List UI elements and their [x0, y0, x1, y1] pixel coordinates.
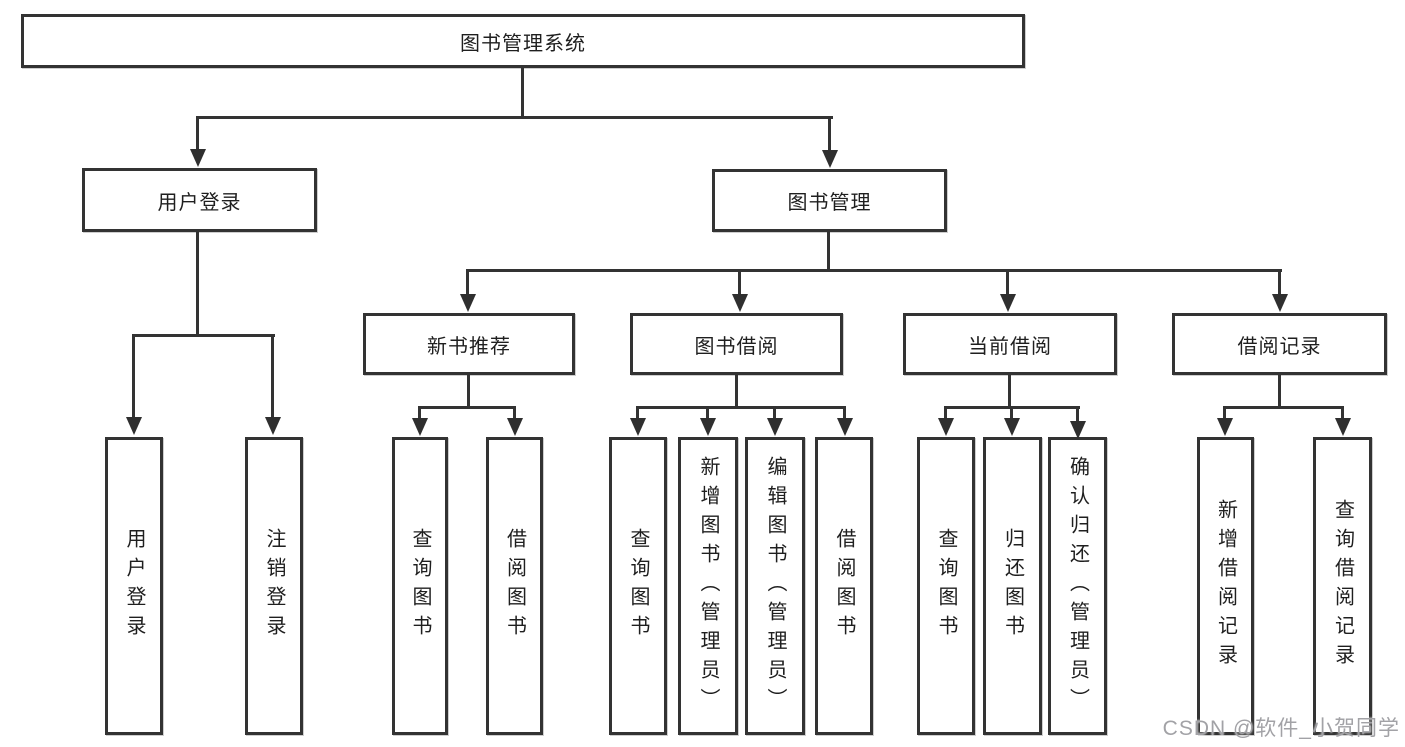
node-borrow-records: 借阅记录 — [1172, 313, 1387, 375]
connector-line — [1008, 373, 1011, 409]
connector-line — [735, 373, 738, 409]
arrow-down-icon — [938, 418, 954, 436]
csdn-watermark: CSDN @软件_小贺同学 — [1162, 717, 1400, 740]
node-book-borrow-label: 图书借阅 — [694, 335, 779, 358]
connector-line — [1278, 269, 1281, 296]
node-book-management: 图书管理 — [712, 169, 947, 232]
arrow-down-icon — [732, 294, 748, 312]
arrow-down-icon — [700, 418, 716, 436]
leaf-user-login-label: 用户登录 — [123, 528, 145, 644]
leaf-br-query-record-label: 查询借阅记录 — [1331, 499, 1354, 673]
node-new-book-recommend: 新书推荐 — [363, 313, 575, 375]
leaf-nb-query-books-label: 查询图书 — [409, 528, 431, 644]
leaf-bb-query-books-label: 查询图书 — [627, 528, 649, 644]
leaf-bb-add-books-admin-label: 新增图书（管理员） — [697, 455, 719, 717]
connector-line — [418, 406, 516, 409]
leaf-bb-edit-books-admin: 编辑图书（管理员） — [745, 437, 805, 735]
arrow-down-icon — [630, 418, 646, 436]
connector-line — [738, 269, 741, 296]
leaf-bb-borrow-books: 借阅图书 — [815, 437, 873, 735]
connector-line — [196, 230, 199, 337]
arrow-down-icon — [837, 418, 853, 436]
connector-line — [513, 406, 516, 422]
arrow-down-icon — [412, 418, 428, 436]
node-current-borrow: 当前借阅 — [903, 313, 1117, 375]
connector-line — [706, 406, 709, 422]
leaf-br-add-record-label: 新增借阅记录 — [1214, 499, 1237, 673]
arrow-down-icon — [507, 418, 523, 436]
connector-line — [521, 66, 524, 119]
leaf-bb-query-books: 查询图书 — [609, 437, 667, 735]
leaf-br-query-record: 查询借阅记录 — [1313, 437, 1372, 735]
arrow-down-icon — [767, 418, 783, 436]
connector-line — [132, 334, 275, 337]
leaf-nb-query-books: 查询图书 — [392, 437, 448, 735]
node-new-book-recommend-label: 新书推荐 — [427, 335, 511, 358]
arrow-down-icon — [822, 150, 838, 168]
node-user-login: 用户登录 — [82, 168, 317, 232]
node-book-borrow: 图书借阅 — [630, 313, 843, 375]
connector-line — [843, 406, 846, 422]
arrow-down-icon — [1070, 421, 1086, 439]
connector-line — [1223, 406, 1226, 422]
leaf-cb-query-books-label: 查询图书 — [935, 528, 957, 644]
leaf-br-add-record: 新增借阅记录 — [1197, 437, 1254, 735]
arrow-down-icon — [460, 294, 476, 312]
arrow-down-icon — [1000, 294, 1016, 312]
node-book-management-label: 图书管理 — [787, 192, 872, 214]
leaf-bb-borrow-books-label: 借阅图书 — [833, 528, 855, 644]
connector-line — [636, 406, 639, 422]
connector-line — [944, 406, 947, 422]
connector-line — [1006, 269, 1009, 296]
connector-line — [196, 116, 833, 119]
connector-line — [1341, 406, 1344, 422]
leaf-user-login: 用户登录 — [105, 437, 163, 735]
leaf-logout-label: 注销登录 — [263, 528, 285, 644]
connector-line — [1010, 406, 1013, 422]
connector-line — [1278, 373, 1281, 409]
arrow-down-icon — [1272, 294, 1288, 312]
leaf-bb-edit-books-admin-label: 编辑图书（管理员） — [764, 455, 786, 717]
connector-line — [1223, 406, 1344, 409]
leaf-bb-add-books-admin: 新增图书（管理员） — [678, 437, 738, 735]
arrow-down-icon — [126, 417, 142, 435]
connector-line — [196, 116, 199, 152]
arrow-down-icon — [190, 149, 206, 167]
node-root: 图书管理系统 — [21, 14, 1025, 68]
connector-line — [1076, 406, 1079, 422]
connector-line — [418, 406, 421, 422]
node-user-login-label: 用户登录 — [157, 191, 242, 214]
leaf-cb-return-books: 归还图书 — [983, 437, 1042, 735]
arrow-down-icon — [1004, 418, 1020, 436]
leaf-cb-confirm-return-admin-label: 确认归还（管理员） — [1066, 455, 1089, 717]
node-current-borrow-label: 当前借阅 — [968, 335, 1052, 358]
connector-line — [466, 269, 1282, 272]
connector-line — [467, 373, 470, 409]
leaf-nb-borrow-books: 借阅图书 — [486, 437, 543, 735]
leaf-cb-confirm-return-admin: 确认归还（管理员） — [1048, 437, 1107, 735]
leaf-cb-return-books-label: 归还图书 — [1001, 528, 1024, 644]
leaf-nb-borrow-books-label: 借阅图书 — [503, 528, 526, 644]
connector-line — [827, 230, 830, 272]
connector-line — [466, 269, 469, 296]
connector-line — [132, 334, 135, 420]
arrow-down-icon — [1217, 418, 1233, 436]
node-root-label: 图书管理系统 — [460, 32, 586, 55]
node-borrow-records-label: 借阅记录 — [1237, 335, 1322, 358]
connector-line — [773, 406, 776, 422]
arrow-down-icon — [1335, 418, 1351, 436]
leaf-logout: 注销登录 — [245, 437, 303, 735]
arrow-down-icon — [265, 417, 281, 435]
leaf-cb-query-books: 查询图书 — [917, 437, 975, 735]
connector-line — [636, 406, 846, 409]
connector-line — [271, 334, 274, 420]
connector-line — [828, 116, 831, 152]
